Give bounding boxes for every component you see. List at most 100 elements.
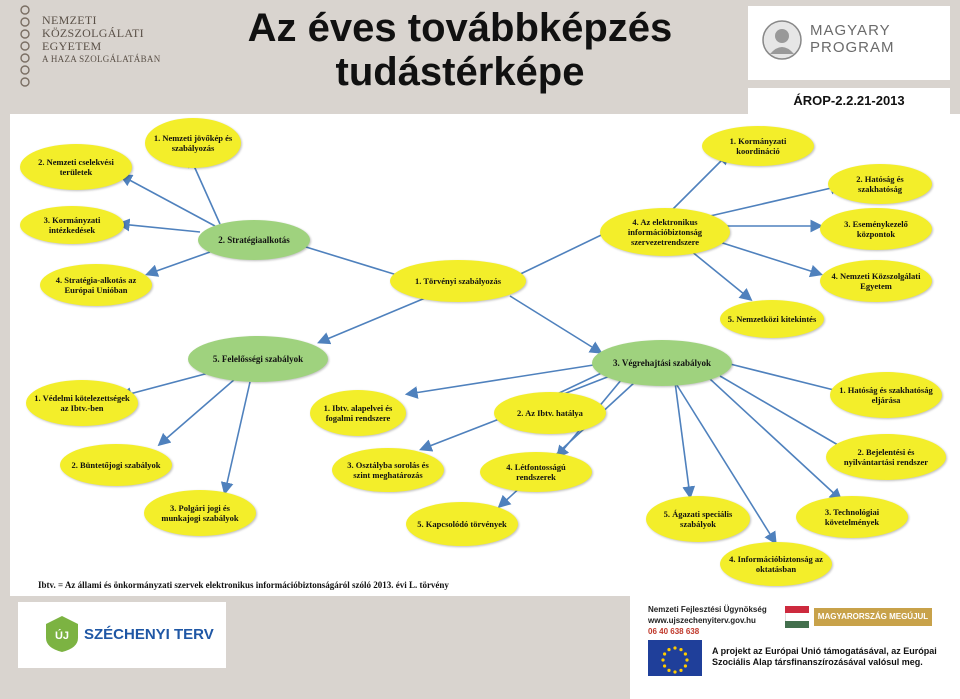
node-esemenykezelo: 3. Eseménykezelő központok (820, 208, 932, 250)
node-ibtv-hatalya: 2. Az Ibtv. hatálya (494, 392, 606, 434)
arrow (144, 251, 211, 277)
node-oktatasban: 4. Információbiztonság az oktatásban (720, 542, 832, 586)
node-label: 4. Nemzeti Közszolgálati Egyetem (831, 271, 921, 291)
node-label: 1. Nemzeti jövőkép és szabályozás (153, 133, 233, 153)
eu-funding-text: A projekt az Európai Unió támogatásával,… (712, 646, 937, 667)
node-label: 1. Hatóság és szakhatóság eljárása (839, 385, 933, 405)
node-label: 2. Nemzeti cselekvési területek (38, 157, 114, 177)
node-label: 1. Védelmi kötelezettségek az Ibtv.-ben (34, 393, 130, 413)
node-label: 3. Kormányzati intézkedések (43, 215, 101, 235)
magyary-line-1: MAGYARY (810, 22, 891, 39)
node-label: 3. Végrehajtási szabályok (613, 358, 711, 368)
univ-line-1: NEMZETI (42, 13, 97, 27)
node-label: 4. Stratégia-alkotás az Európai Unióban (55, 275, 137, 295)
node-label: 3. Osztályba sorolás és szint meghatároz… (347, 460, 429, 480)
node-label: 1. Ibtv. alapelvei és fogalmi rendszere (323, 403, 393, 423)
node-vegrehajtasi-szabalyok: 3. Végrehajtási szabályok (592, 340, 732, 386)
node-label: 3. Polgári jogi és munkajogi szabályok (161, 503, 239, 523)
arrow (729, 363, 854, 398)
nfu-name: Nemzeti Fejlesztési Ügynökség (648, 605, 767, 614)
node-label: 1. Törvényi szabályozás (414, 276, 502, 286)
node-label: 1. Kormányzati koordináció (729, 136, 787, 156)
szechenyi-terv-logo: ÚJ SZÉCHENYI TERV (18, 602, 226, 668)
arrow (674, 381, 696, 500)
svg-text:ÚJ: ÚJ (55, 629, 69, 642)
title-line-1: Az éves továbbképzés (247, 6, 673, 50)
node-buntetojogi: 2. Büntetőjogi szabályok (60, 444, 172, 486)
node-label: 4. Információbiztonság az oktatásban (729, 554, 823, 574)
ornament-icon (20, 5, 30, 87)
ibtv-footnote: Ibtv. = Az állami és önkormányzati szerv… (38, 580, 449, 590)
arrow (220, 381, 251, 496)
magyary-text: MAGYARY PROGRAM (810, 22, 895, 56)
node-ibtv-alapelvei: 1. Ibtv. alapelvei és fogalmi rendszere (310, 390, 406, 436)
arop-code: ÁROP-2.2.21-2013 (748, 88, 950, 114)
arrow (116, 218, 201, 233)
arrow (404, 363, 601, 399)
arrow (509, 295, 603, 354)
node-label: 3. Eseménykezelő központok (844, 219, 908, 239)
node-nemzetkozi-kitekintes: 5. Nemzetközi kitekintés (720, 300, 824, 338)
szechenyi-emblem-icon: ÚJ (46, 616, 78, 652)
node-hatosag-szakhatosag: 2. Hatóság és szakhatóság (828, 164, 932, 204)
arrow (669, 151, 731, 213)
nfu-info: Nemzeti Fejlesztési Ügynökség www.ujszec… (648, 604, 767, 637)
node-strategiaalkotas: 2. Stratégiaalkotás (198, 220, 310, 260)
node-technologiai: 3. Technológiai követelmények (796, 496, 908, 538)
node-letfontossagu: 4. Létfontosságú rendszerek (480, 452, 592, 492)
node-bejelentesi: 2. Bejelentési és nyilvántartási rendsze… (826, 434, 946, 480)
node-label: 4. Az elektronikus információbiztonság s… (627, 217, 703, 247)
node-polgari-jogi: 3. Polgári jogi és munkajogi szabályok (144, 490, 256, 536)
szechenyi-text: SZÉCHENYI TERV (84, 626, 214, 643)
node-cselekvesi-teruletek: 2. Nemzeti cselekvési területek (20, 144, 132, 190)
node-elektronikus-szervezet: 4. Az elektronikus információbiztonság s… (600, 208, 730, 256)
node-label: 3. Technológiai követelmények (824, 507, 880, 527)
node-kormanyzati-intezkedesek: 3. Kormányzati intézkedések (20, 206, 124, 244)
node-torvenyi-szabalyozas: 1. Törvényi szabályozás (390, 260, 526, 302)
node-kormanyzati-koordinacio: 1. Kormányzati koordináció (702, 126, 814, 166)
arrow (188, 154, 221, 225)
node-label: 5. Ágazati speciális szabályok (663, 509, 733, 529)
node-label: 5. Nemzetközi kitekintés (727, 314, 817, 324)
arrow (157, 378, 236, 447)
node-label: 2. Hatóság és szakhatóság (856, 174, 904, 194)
magyary-program-logo: MAGYARY PROGRAM (748, 6, 950, 80)
univ-line-2: KÖZSZOLGÁLATI (42, 26, 144, 40)
funding-panel: Nemzeti Fejlesztési Ügynökség www.ujszec… (630, 596, 960, 699)
arrow (709, 181, 844, 217)
node-agazati-specialis: 5. Ágazati speciális szabályok (646, 496, 750, 542)
univ-line-3: EGYETEM (42, 39, 102, 53)
node-kapcsolodo-torvenyek: 5. Kapcsolódó törvények (406, 502, 518, 546)
hungarian-flag-icon (785, 606, 809, 628)
university-name: NEMZETI KÖZSZOLGÁLATI EGYETEM A HAZA SZO… (42, 14, 161, 66)
node-nke: 4. Nemzeti Közszolgálati Egyetem (820, 260, 932, 302)
node-strategia-eu: 4. Stratégia-alkotás az Európai Unióban (40, 264, 152, 306)
node-label: 2. Az Ibtv. hatálya (517, 408, 583, 418)
title-line-2: tudástérképe (335, 50, 585, 94)
node-label: 2. Bejelentési és nyilvántartási rendsze… (843, 447, 929, 467)
portrait-icon (762, 20, 802, 60)
node-label: 5. Kapcsolódó törvények (417, 519, 507, 529)
arrow (719, 375, 853, 454)
node-hatosag-eljarasa: 1. Hatóság és szakhatóság eljárása (830, 372, 942, 418)
univ-motto: A HAZA SZOLGÁLATÁBAN (42, 54, 161, 64)
node-osztalyba-sorolas: 3. Osztályba sorolás és szint meghatároz… (332, 448, 444, 492)
node-label: 5. Felelősségi szabályok (212, 354, 304, 364)
nfu-website: www.ujszechenyiterv.gov.hu (648, 616, 756, 625)
node-felelossegi-szabalyok: 5. Felelősségi szabályok (188, 336, 328, 382)
arrow (317, 295, 431, 345)
knowledge-map: 1. Nemzeti jövőkép és szabályozás 2. Nem… (10, 114, 960, 596)
node-nemzeti-jovokep: 1. Nemzeti jövőkép és szabályozás (145, 118, 241, 168)
university-logo: NEMZETI KÖZSZOLGÁLATI EGYETEM A HAZA SZO… (18, 4, 178, 94)
node-label: 2. Stratégiaalkotás (218, 235, 290, 245)
megujul-banner: MAGYARORSZÁG MEGÚJUL (814, 608, 932, 626)
arrows-layer (116, 151, 854, 545)
node-label: 4. Létfontosságú rendszerek (506, 462, 566, 482)
arrow (118, 369, 221, 400)
arrow (709, 378, 843, 502)
arrow (119, 174, 216, 227)
header: NEMZETI KÖZSZOLGÁLATI EGYETEM A HAZA SZO… (0, 0, 960, 114)
nfu-phone: 06 40 638 638 (648, 627, 700, 636)
magyary-line-2: PROGRAM (810, 39, 895, 56)
page-title: Az éves továbbképzés tudástérképe (200, 6, 720, 94)
